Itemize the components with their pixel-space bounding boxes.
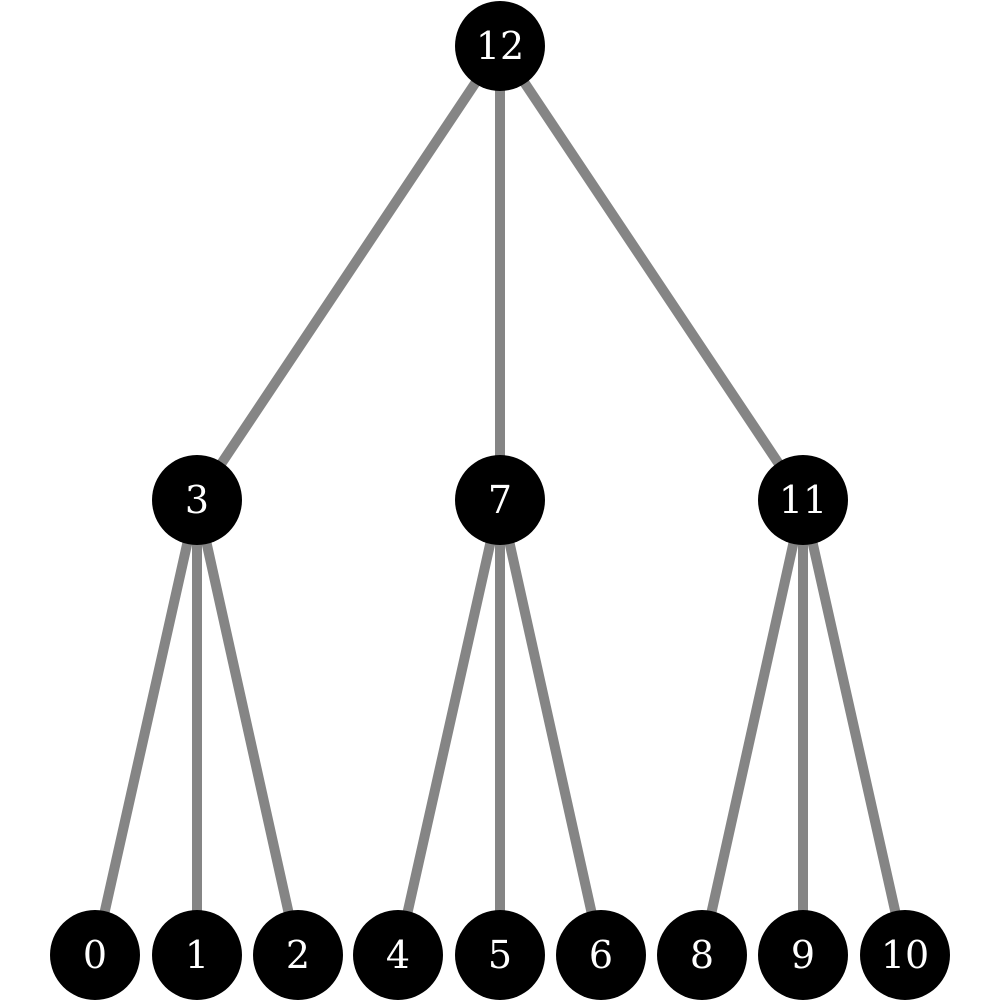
tree-node-7: 7 [455, 455, 545, 545]
edge-7-4 [393, 498, 505, 957]
tree-node-1: 1 [152, 910, 242, 1000]
node-circle [758, 910, 848, 1000]
node-circle [556, 910, 646, 1000]
edge-11-8 [697, 498, 808, 957]
node-label: 5 [488, 933, 512, 977]
edge-3-2 [192, 498, 303, 957]
node-label: 12 [476, 24, 524, 68]
tree-node-12: 12 [455, 1, 545, 91]
tree-node-5: 5 [455, 910, 545, 1000]
node-label: 9 [791, 933, 815, 977]
tree-node-4: 4 [353, 910, 443, 1000]
tree-node-2: 2 [253, 910, 343, 1000]
edge-7-6 [495, 498, 606, 957]
node-label: 8 [690, 933, 714, 977]
edge-layer [90, 43, 910, 957]
tree-node-3: 3 [152, 455, 242, 545]
tree-node-6: 6 [556, 910, 646, 1000]
node-circle [152, 455, 242, 545]
node-circle [50, 910, 140, 1000]
node-label: 7 [488, 478, 512, 522]
node-label: 4 [386, 933, 410, 977]
node-label: 11 [779, 478, 827, 522]
node-label: 10 [881, 933, 929, 977]
node-circle [455, 910, 545, 1000]
node-circle [353, 910, 443, 1000]
tree-node-0: 0 [50, 910, 140, 1000]
node-circle [657, 910, 747, 1000]
node-label: 1 [185, 933, 209, 977]
edge-12-3 [192, 43, 505, 503]
tree-node-11: 11 [758, 455, 848, 545]
node-circle [152, 910, 242, 1000]
edge-3-0 [90, 498, 202, 957]
node-circle [455, 455, 545, 545]
tree-node-9: 9 [758, 910, 848, 1000]
node-circle [860, 910, 950, 1000]
node-label: 6 [589, 933, 613, 977]
node-label: 2 [286, 933, 310, 977]
node-label: 3 [185, 478, 209, 522]
edge-12-11 [495, 43, 808, 503]
node-circle [253, 910, 343, 1000]
tree-node-10: 10 [860, 910, 950, 1000]
node-label: 0 [83, 933, 107, 977]
node-circle [455, 1, 545, 91]
tree-node-8: 8 [657, 910, 747, 1000]
node-circle [758, 455, 848, 545]
edge-11-10 [798, 498, 910, 957]
